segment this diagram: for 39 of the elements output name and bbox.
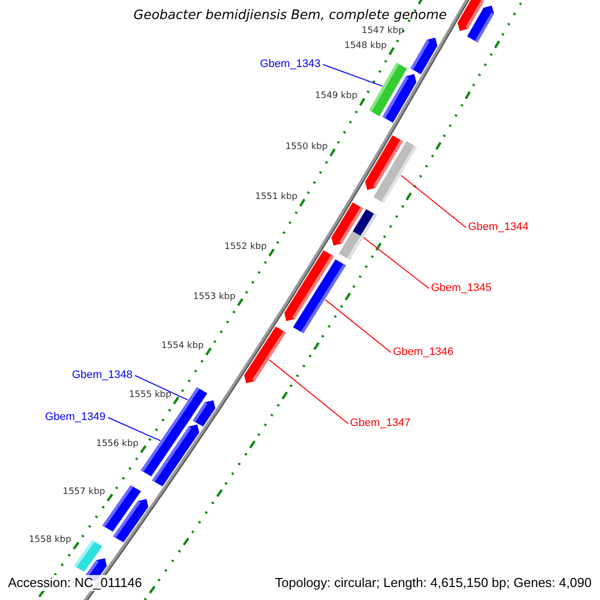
scale-label: 1550 kbp	[285, 142, 328, 153]
leader-line	[268, 359, 348, 424]
scale-label: 1553 kbp	[193, 292, 236, 302]
leader-line	[134, 375, 188, 400]
gene-bar	[192, 400, 216, 427]
scale-label: 1556 kbp	[96, 438, 138, 450]
gene-label: Gbem_1344	[468, 221, 529, 234]
scale-label: 1551 kbp	[255, 192, 298, 203]
gene-bar	[382, 74, 416, 123]
gene-label: Gbem_1348	[72, 369, 133, 382]
gene-bar	[113, 499, 148, 542]
gene-label: Gbem_1346	[393, 346, 454, 360]
scale-label: 1557 kbp	[62, 487, 106, 498]
gene-bar	[365, 135, 403, 190]
gene-bar	[410, 38, 438, 74]
gene-label: Gbem_1345	[431, 282, 492, 296]
scale-label: 1554 kbp	[161, 340, 204, 352]
title: Geobacter bemidjiensis Bem, complete genome	[134, 8, 447, 24]
gene-label: Gbem_1349	[45, 411, 106, 424]
scale-label: 1549 kbp	[315, 91, 358, 102]
leader-line	[108, 417, 161, 442]
scale-label: 1547 kbp	[362, 26, 404, 37]
gene-bar	[331, 202, 364, 246]
gene-bar	[467, 6, 494, 42]
gene-bar	[293, 259, 346, 334]
leader-line	[322, 64, 383, 87]
scale-label: 1558 kbp	[28, 535, 72, 546]
gene-bar	[244, 326, 286, 384]
gene-label: Gbem_1343	[260, 58, 321, 72]
leader-line	[324, 299, 392, 353]
scale-label: 1552 kbp	[224, 242, 267, 253]
gene-label: Gbem_1347	[350, 417, 411, 430]
leader-line	[363, 237, 430, 289]
genome-stats-text: Topology: circular; Length: 4,615,150 bp; Genes: 4,090	[275, 575, 592, 591]
leader-line	[400, 174, 466, 228]
gene-bar	[152, 424, 200, 486]
scale-label: 1555 kbp	[128, 390, 172, 401]
accession-text: Accession: NC_011146	[8, 575, 142, 591]
scale-label: 1548 kbp	[344, 40, 387, 52]
